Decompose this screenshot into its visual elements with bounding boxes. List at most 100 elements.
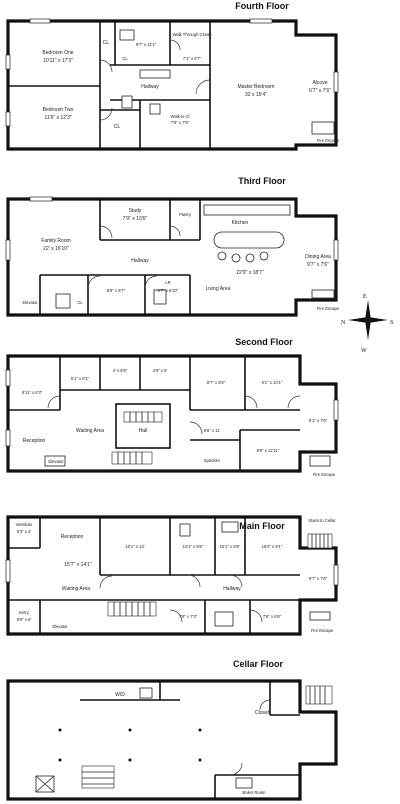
laundry-dims: 6'7" x 6'10" (158, 288, 179, 293)
sprinkler-label: Sprinkler (204, 458, 221, 463)
column (128, 728, 132, 732)
closet-label: CL (77, 300, 83, 305)
elevator-shaft (214, 611, 234, 627)
hallway-label: Hallway (223, 586, 241, 592)
door (189, 421, 203, 435)
stool (259, 251, 269, 261)
bedroom-two-dims: 11'6" x 12'3" (44, 115, 71, 121)
window (333, 71, 339, 93)
cellar-floor: Cellar Floor (6, 659, 338, 801)
office-dims: 7'6" x 7'3" (179, 614, 198, 619)
bedroom-one-dims: 10'11" x 17'3" (43, 58, 73, 64)
fire-escape-label: Fire Escape (317, 138, 340, 143)
boiler-room-label: Boiler Room (242, 790, 266, 795)
kitchen-dims: 22'9" x 18'7" (236, 270, 264, 276)
door (244, 395, 258, 409)
door (99, 107, 113, 121)
main-floor-title: Main Floor (239, 521, 285, 531)
walk-through-closet-label: Walk Through Closet (173, 32, 213, 37)
stool (231, 253, 241, 263)
stool (245, 253, 255, 263)
elevator-cross (35, 775, 55, 793)
column (58, 758, 62, 762)
vestibule-dims: 5'3" x 4' (17, 529, 32, 534)
sink (221, 521, 239, 533)
bedroom-two-label: Bedroom Two (43, 107, 74, 113)
door (87, 275, 101, 289)
master-bedroom-label: Master Bedroom (238, 84, 275, 90)
third-floor: Third Floor Family Room 22' x 16'10" S (5, 176, 340, 317)
reception-dims: 15'7" x 14'1" (64, 562, 92, 568)
elevator-shaft (55, 293, 71, 309)
fire-escape-grate (311, 289, 335, 299)
column (58, 728, 62, 732)
third-floor-outline (6, 197, 338, 317)
door (259, 699, 271, 711)
window (29, 18, 51, 24)
door (195, 79, 211, 95)
vestibule-label: Vestibule (16, 522, 34, 527)
window (333, 239, 339, 261)
compass-south: W (361, 348, 367, 354)
fourth-floor-title: Fourth Floor (235, 1, 289, 11)
second-floor: Second Floor (5, 337, 339, 477)
closet-label: CL (114, 124, 121, 130)
bath-dims: 9'7" x 11'1" (136, 42, 157, 47)
door (99, 59, 113, 73)
fire-escape-label: Fire Escape (317, 306, 340, 311)
office-dims: 9'1" x 10'1" (262, 380, 283, 385)
door (47, 395, 61, 409)
elevator-label: Elevator (22, 300, 38, 305)
laundry-label: LR (165, 280, 170, 285)
walk-through-closet-dims: 7'1" x 6'7" (183, 56, 202, 61)
office-dims: 16'2" x 9'1" (262, 544, 283, 549)
closet-label: CL (122, 56, 128, 61)
elevator-label: Elevator (52, 624, 68, 629)
staircase (81, 765, 115, 789)
compass-needle (348, 317, 388, 323)
closet-label: CL (103, 40, 110, 46)
fire-escape-label: Fire Escape (313, 472, 336, 477)
door (99, 575, 113, 589)
second-floor-outline (6, 354, 338, 473)
pantry-label: Pantry (179, 212, 192, 217)
office-dims: 5'1" x 6'1" (71, 376, 90, 381)
alcove-label: Alcove (312, 80, 327, 86)
compass-east: S (390, 320, 393, 326)
door (187, 574, 201, 588)
elevator-shaft (44, 455, 66, 467)
office-dims: 8'1" x 7'6" (309, 418, 328, 423)
toilet (121, 95, 133, 109)
kitchen-label: Kitchen (232, 220, 249, 226)
washer-dryer (139, 687, 153, 699)
staircase (107, 601, 157, 617)
family-room-label: Family Room (41, 238, 70, 244)
compass-north: E (363, 294, 367, 300)
door (287, 395, 301, 409)
walk-in-closet-dims: 7'8" x 7'6" (171, 120, 190, 125)
hallway-label: Hallway (141, 84, 159, 90)
compass-rose: E N S W (341, 294, 393, 354)
entry-dims: 9'6" x 8' (17, 617, 32, 622)
window (5, 429, 11, 447)
office-dims: 4' x 6'9" (113, 368, 128, 373)
sink (153, 289, 167, 305)
compass-west: N (341, 320, 346, 326)
sink (149, 103, 161, 115)
boiler (235, 777, 253, 789)
door (144, 275, 158, 289)
main-floor: Main Floor (5, 515, 339, 636)
toilet (179, 523, 191, 537)
window (5, 369, 11, 387)
entry-label: Entry (19, 610, 30, 615)
waiting-area-label: Waiting Area (62, 586, 90, 592)
fire-escape-grate (309, 611, 331, 621)
office-dims: 4'6" x 6' (153, 368, 168, 373)
office-dims: 10'1" x 13' (125, 544, 144, 549)
walk-in-closet-label: Walk-in Cl (171, 114, 190, 119)
fire-escape-label: Fire Escape (311, 628, 334, 633)
window (5, 559, 11, 583)
family-room-dims: 22' x 16'10" (43, 246, 69, 252)
bath-dims: 8'8" x 6'7" (107, 288, 126, 293)
